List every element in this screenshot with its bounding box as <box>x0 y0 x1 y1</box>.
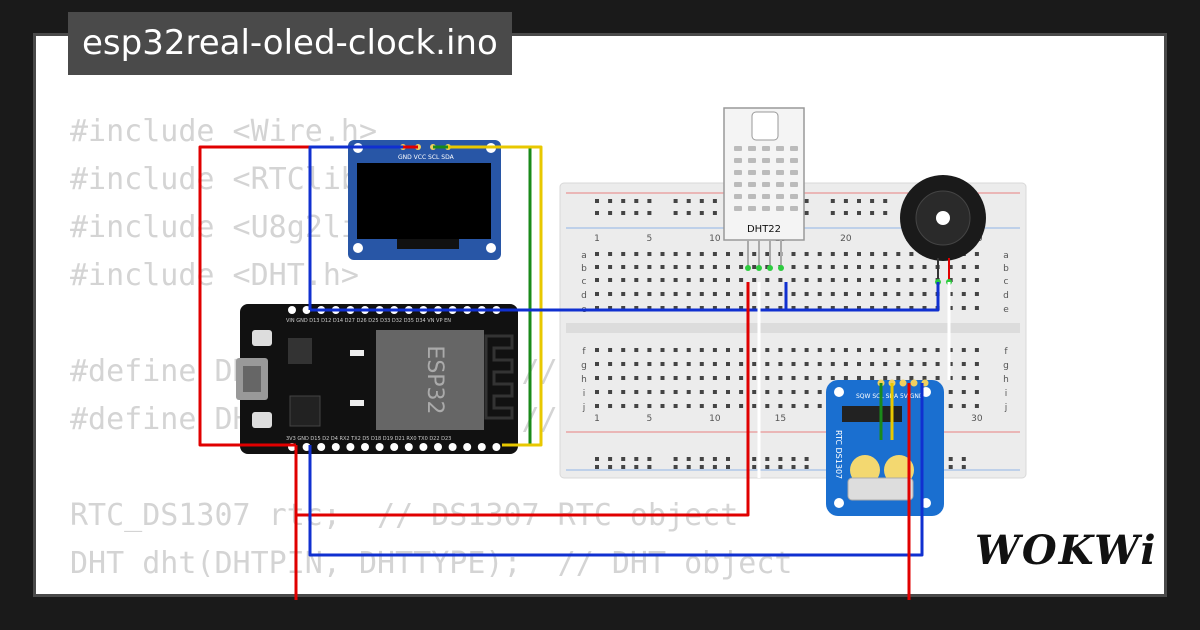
wires <box>198 145 951 600</box>
esp32-pin[interactable] <box>317 443 326 451</box>
esp32-bottom-pin-labels: 3V3 GND D15 D2 D4 RX2 TX2 D5 D18 D19 D21… <box>286 436 451 442</box>
oled-pin-labels: GND VCC SCL SDA <box>398 154 455 161</box>
breadboard-row-letter: d <box>1003 291 1009 301</box>
esp32-pin[interactable] <box>448 443 457 451</box>
esp32-pin[interactable] <box>463 443 472 451</box>
breadboard-row-letter: f <box>582 347 586 357</box>
code-line: DHT dht(DHTPIN, DHTTYPE); // DHT object <box>70 546 793 581</box>
breadboard-row-letter: g <box>1003 361 1009 371</box>
esp32-pin[interactable] <box>477 443 486 451</box>
breadboard-row-letter: d <box>581 291 587 301</box>
breadboard-column-number: 10 <box>709 414 721 424</box>
breadboard-row-letter: i <box>583 389 586 399</box>
esp32-bottom-pins <box>288 443 501 451</box>
buzzer[interactable] <box>900 175 986 285</box>
rtc-ds1307-module[interactable]: RTC DS1307 SQW SCL SDA 5V GND <box>826 379 944 517</box>
breadboard-column-number: 20 <box>840 234 852 244</box>
wire-yellow-oled-sda <box>448 145 543 447</box>
wokwi-logo: WOKWi <box>975 527 1158 574</box>
esp32-top-pin-labels: VIN GND D13 D12 D14 D27 D26 D25 D33 D32 … <box>286 318 451 324</box>
esp32-board[interactable]: ESP32 VIN GND D13 D12 D14 D27 D26 D25 D3… <box>236 304 518 454</box>
breadboard-column-number: 5 <box>647 414 653 424</box>
breadboard-row-letter: c <box>1004 277 1009 287</box>
esp32-pin[interactable] <box>390 443 399 451</box>
breadboard-row-letter: g <box>581 361 587 371</box>
breadboard-row-letter: e <box>1003 305 1009 315</box>
breadboard-row-letter: i <box>1005 389 1008 399</box>
breadboard-row-letter: a <box>1003 251 1009 261</box>
wire-red-dht-vcc <box>294 282 750 517</box>
dht22-sensor[interactable]: DHT22 <box>723 107 805 271</box>
breadboard-row-letter: j <box>1004 403 1008 413</box>
wire-blue-oled-gnd <box>308 145 403 310</box>
rtc-pin-labels: SQW SCL SDA 5V GND <box>856 393 924 400</box>
esp32-pin[interactable] <box>346 443 355 451</box>
esp32-pin[interactable] <box>375 443 384 451</box>
breadboard-column-number: 5 <box>647 234 653 244</box>
breadboard-row-letter: b <box>581 264 587 274</box>
dht22-label: DHT22 <box>747 224 781 235</box>
breadboard-column-number: 15 <box>775 414 786 424</box>
esp32-chip-label: ESP32 <box>422 345 447 414</box>
breadboard-row-letter: f <box>1004 347 1008 357</box>
wire-blue-gnd-buzzer <box>310 282 940 312</box>
esp32-top-pins <box>288 306 501 314</box>
esp32-pin[interactable] <box>404 443 413 451</box>
code-line: #include <DHT.h> <box>70 258 359 293</box>
breadboard-row-letter: h <box>581 375 587 385</box>
esp32-pin[interactable] <box>361 443 369 451</box>
esp32-pin[interactable] <box>492 443 501 451</box>
breadboard-row-letter: a <box>581 251 587 261</box>
breadboard-row-letter: j <box>582 403 586 413</box>
breadboard-row-letter: h <box>1003 375 1009 385</box>
breadboard-row-letter: c <box>582 277 587 287</box>
esp32-pin[interactable] <box>419 443 428 451</box>
esp32-pin[interactable] <box>288 306 296 314</box>
sketch-title: esp32real-oled-clock.ino <box>68 12 512 75</box>
dht22-vents <box>734 146 798 211</box>
rtc-label: RTC DS1307 <box>834 430 843 479</box>
wire-blue-gnd-rtc <box>308 383 924 557</box>
breadboard-column-number: 30 <box>971 414 983 424</box>
breadboard-column-number: 1 <box>594 234 600 244</box>
breadboard-column-number: 1 <box>594 414 600 424</box>
breadboard-column-number: 10 <box>709 234 721 244</box>
esp32-pin[interactable] <box>434 443 442 451</box>
oled-display[interactable]: GND VCC SCL SDA <box>348 140 501 260</box>
esp32-pin[interactable] <box>331 443 340 451</box>
breadboard-row-letter: b <box>1003 264 1009 274</box>
